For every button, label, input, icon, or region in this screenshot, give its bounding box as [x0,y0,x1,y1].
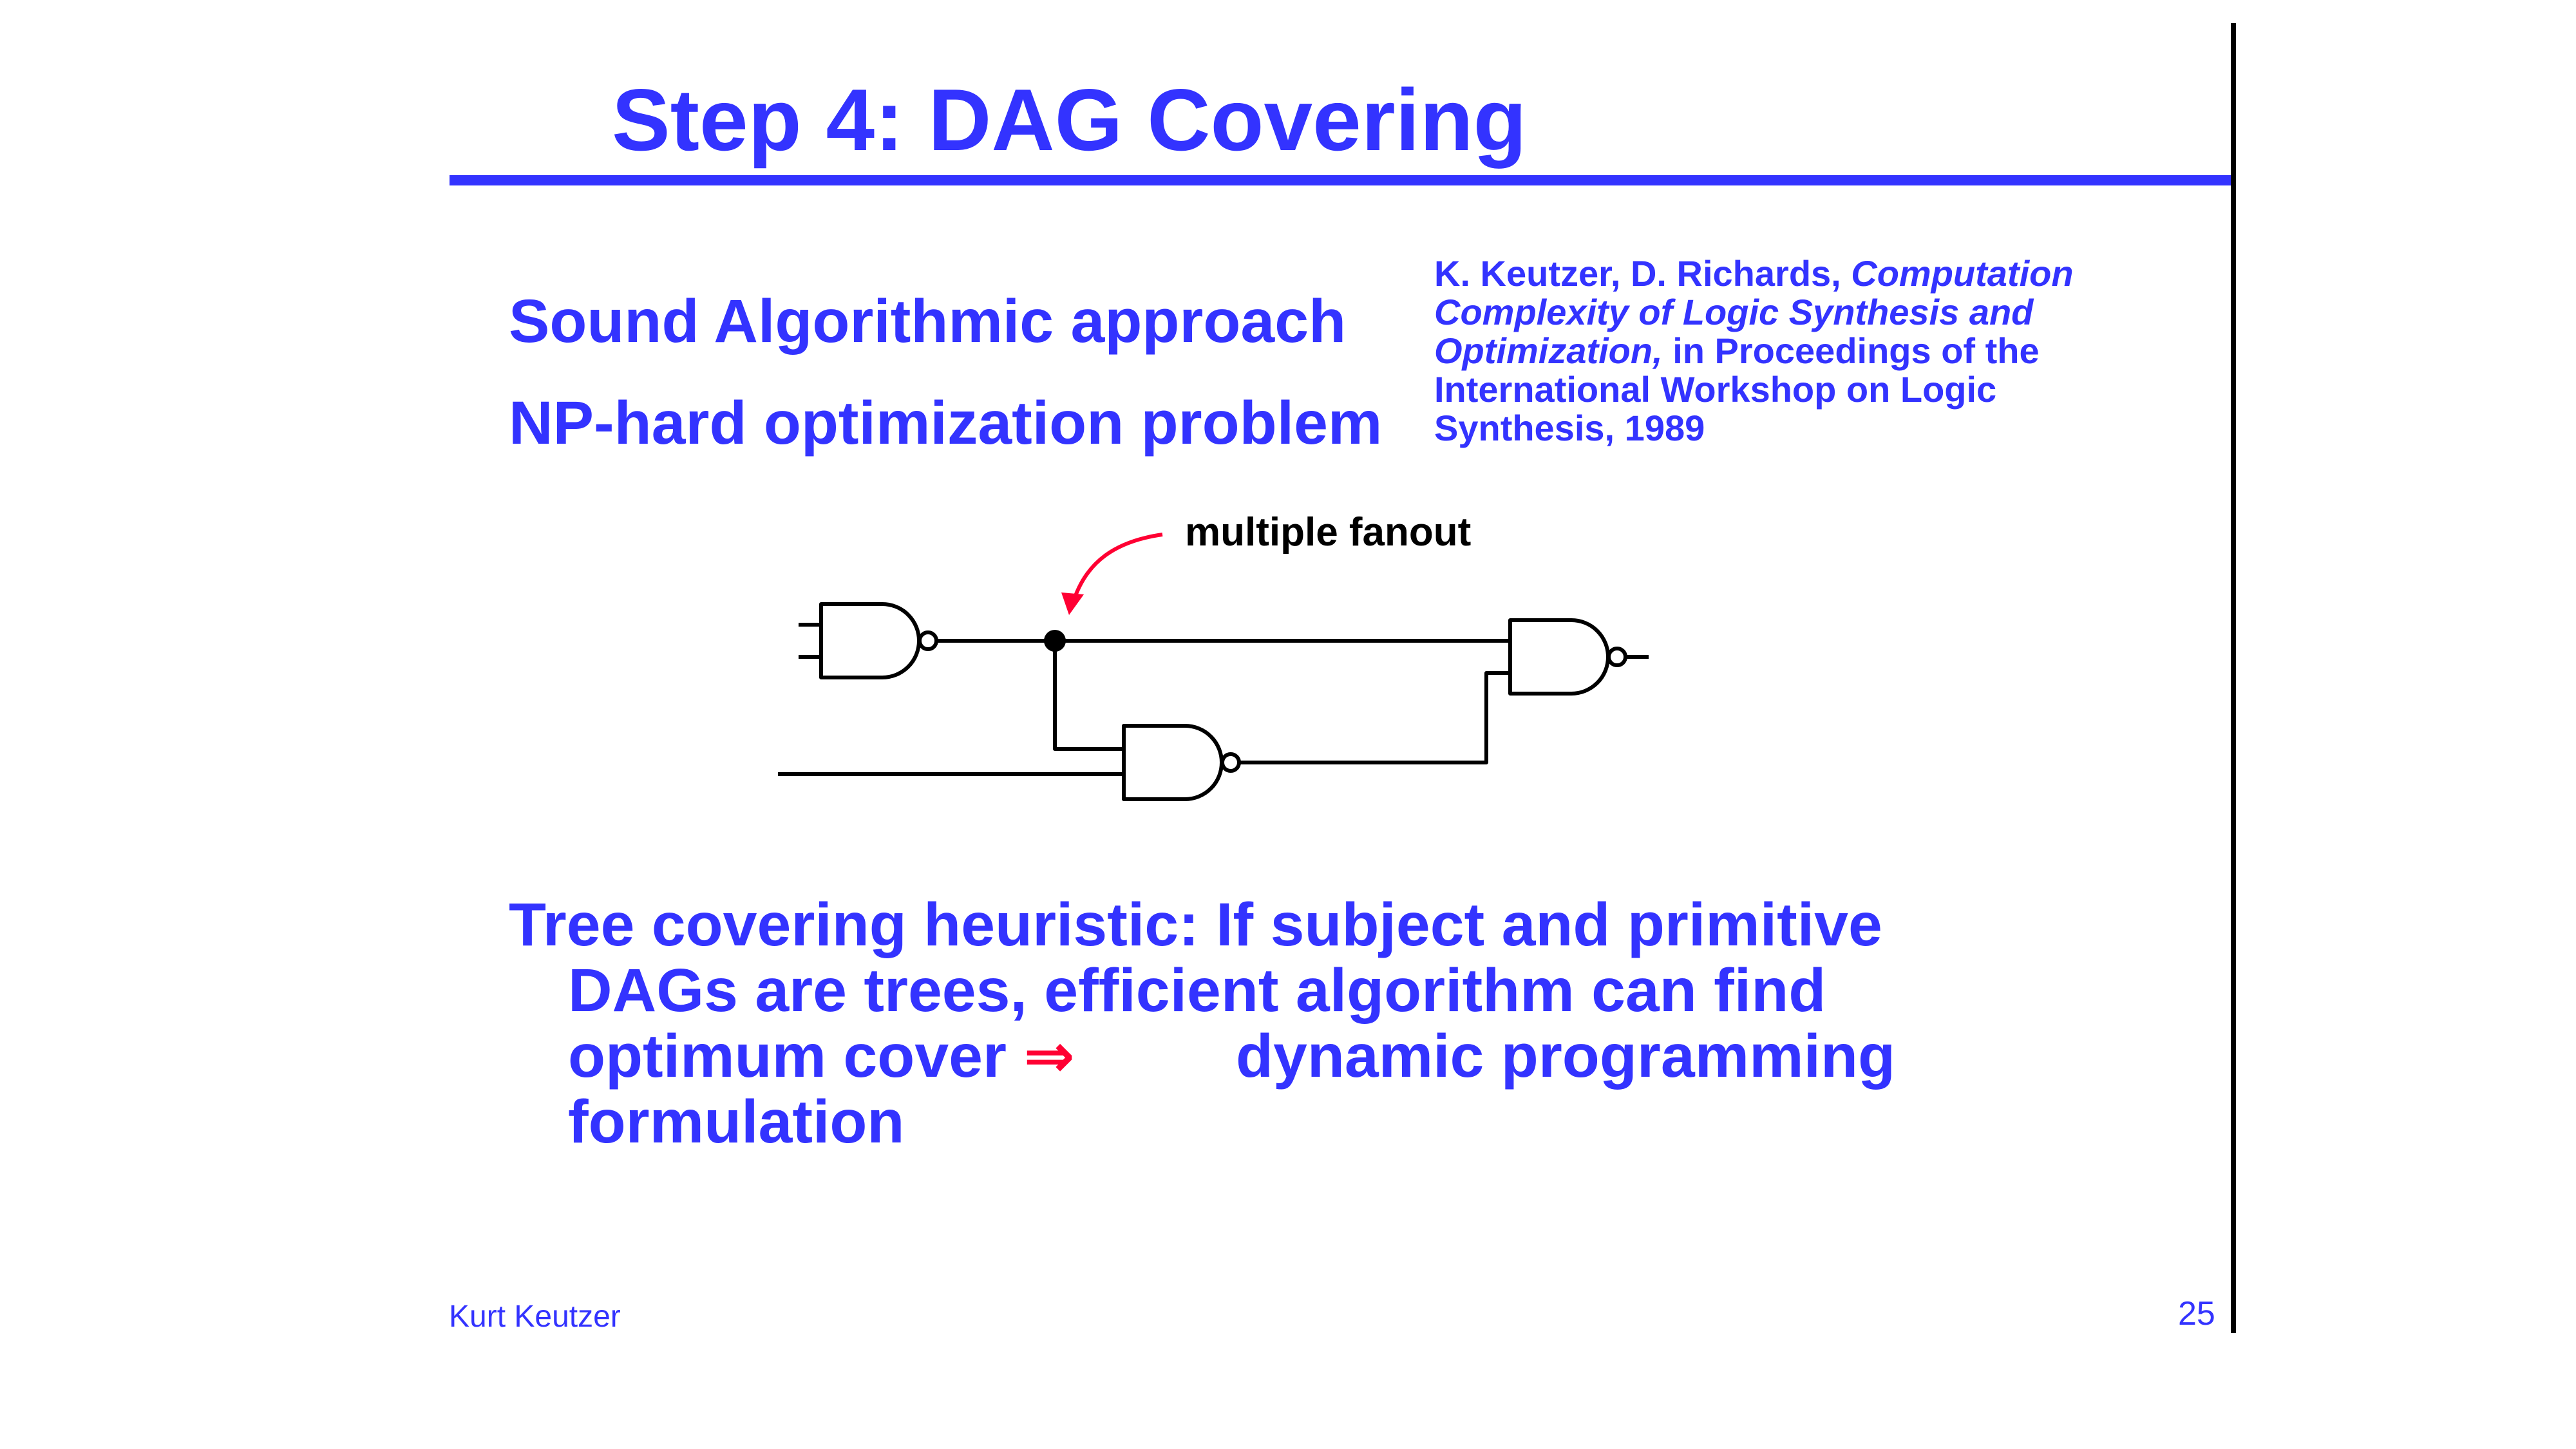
heuristic-dynamic-programming: dynamic programming [1235,1022,1896,1090]
citation: K. Keutzer, D. Richards, Computation Com… [1434,254,2110,448]
heuristic-optimum-cover: optimum cover [568,1022,1024,1090]
right-border-line [2231,23,2236,1333]
fanout-pointer-arrow [1070,533,1163,606]
tree-covering-heuristic: Tree covering heuristic: If subject and … [509,892,1990,1155]
heuristic-line-1: Tree covering heuristic: If subject and … [509,891,1882,959]
footer-author: Kurt Keutzer [449,1300,621,1334]
bullet-sound-algorithmic: Sound Algorithmic approach [509,287,1347,355]
citation-authors: K. Keutzer, D. Richards, [1434,253,1852,294]
title-underline [450,175,2235,185]
heuristic-line-4: formulation [568,1088,905,1156]
slide-title: Step 4: DAG Covering [612,71,1527,169]
heuristic-line-3: optimum cover ⇒ dynamic programming [509,1023,1990,1089]
heuristic-line-2: DAGs are trees, efficient algorithm can … [568,956,1826,1025]
page-number: 25 [2178,1295,2215,1332]
nand-gate-3 [1508,618,1649,696]
implies-arrow-icon: ⇒ [1023,1022,1075,1090]
nand-gate-1 [799,602,938,679]
wires [778,639,1510,776]
fanout-arrowhead [1061,592,1084,615]
bullet-np-hard: NP-hard optimization problem [509,389,1383,457]
fanout-node [1044,630,1066,652]
citation-title: Computation Complexity of Logic Synthesi… [1434,253,2074,371]
nand-gate-2 [1122,724,1241,801]
citation-venue: in Proceedings of the International Work… [1434,330,2040,448]
multiple-fanout-label: multiple fanout [1185,510,1471,554]
